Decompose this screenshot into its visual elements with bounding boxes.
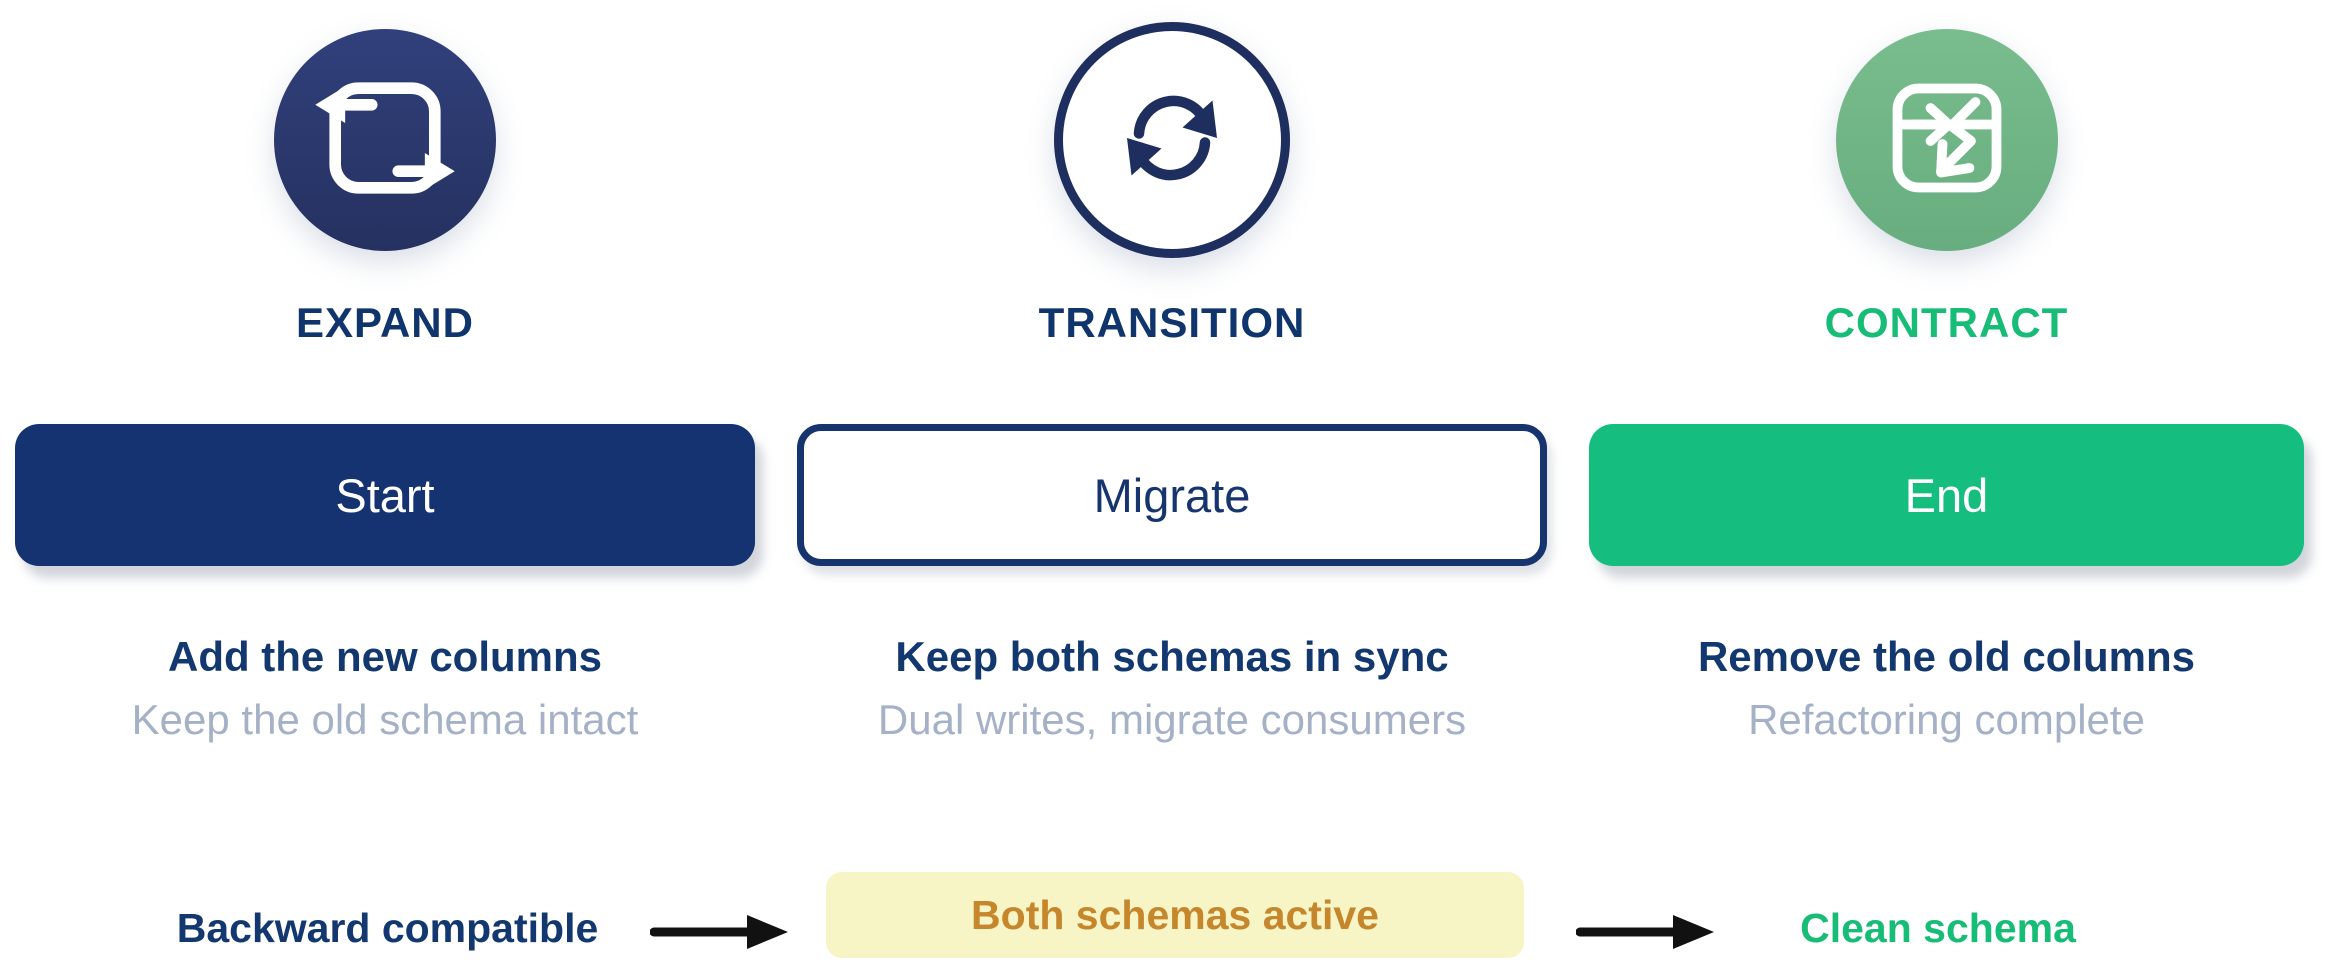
contract-secondary-desc: Refactoring complete bbox=[1748, 696, 2145, 743]
clean-schema-label: Clean schema bbox=[1800, 905, 2076, 951]
phase-column-expand: EXPAND Start Add the new columns Keep th… bbox=[15, 0, 755, 746]
expand-primary-desc: Add the new columns bbox=[167, 633, 603, 680]
backward-compatible-label: Backward compatible bbox=[176, 905, 599, 951]
loop-square-icon bbox=[302, 55, 468, 226]
contract-circle-badge bbox=[1835, 29, 2058, 251]
migrate-button[interactable]: Migrate bbox=[797, 424, 1547, 566]
right-arrow-icon bbox=[649, 912, 790, 957]
phase-label-expand: EXPAND bbox=[296, 299, 474, 346]
transition-circle-badge bbox=[1054, 22, 1290, 258]
phase-label-transition: TRANSITION bbox=[1038, 299, 1306, 346]
phase-column-contract: CONTRACT End Remove the old columns Refa… bbox=[1589, 0, 2304, 746]
schema-state-timeline: Backward compatible Both schemas active … bbox=[0, 868, 2326, 978]
expand-circle-badge bbox=[274, 29, 496, 251]
phase-label-contract: CONTRACT bbox=[1824, 299, 2069, 346]
sync-icon bbox=[1097, 63, 1247, 218]
contract-primary-desc: Remove the old columns bbox=[1697, 633, 2196, 680]
start-button[interactable]: Start bbox=[15, 424, 755, 566]
both-schemas-active-highlight: Both schemas active bbox=[826, 872, 1524, 958]
swap-box-icon bbox=[1872, 63, 2022, 218]
expand-secondary-desc: Keep the old schema intact bbox=[131, 696, 639, 743]
end-button[interactable]: End bbox=[1589, 424, 2304, 566]
transition-primary-desc: Keep both schemas in sync bbox=[895, 633, 1449, 680]
right-arrow-icon bbox=[1575, 912, 1716, 957]
phase-column-transition: TRANSITION Migrate Keep both schemas in … bbox=[797, 0, 1547, 746]
phase-columns: EXPAND Start Add the new columns Keep th… bbox=[15, 0, 2304, 746]
transition-secondary-desc: Dual writes, migrate consumers bbox=[877, 696, 1467, 743]
